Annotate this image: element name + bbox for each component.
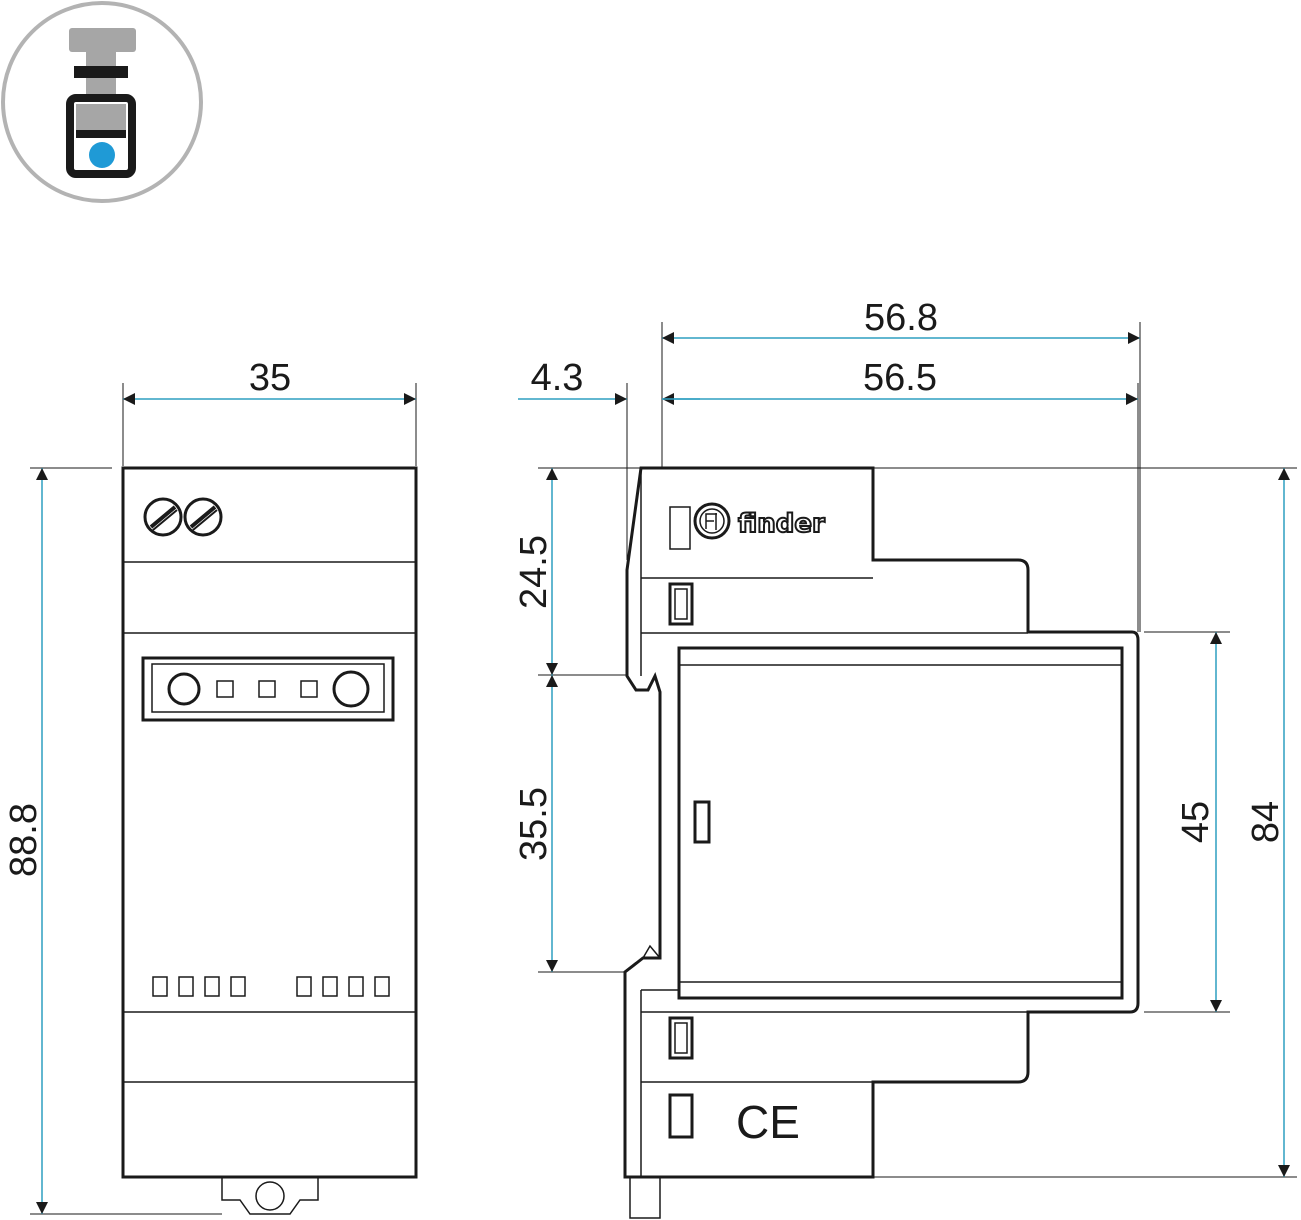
front-view [121,466,418,1215]
overall-height-label: 84 [1245,801,1287,843]
led-indicator [167,672,201,706]
overall-depth-dimension: 56.8 [661,297,1141,632]
rail-height-dimension: 35.5 [513,675,625,973]
top-height-dimension: 24.5 [513,467,641,676]
rail-offset-dimension: 4.3 [518,357,700,560]
brand-label: finder [738,509,825,539]
rail-height-label: 35.5 [513,787,555,861]
top-height-label: 24.5 [513,535,555,609]
front-height-side-label: 45 [1175,801,1217,843]
finder-logo-icon [693,502,731,540]
body-depth-dimension: 56.5 [662,357,1139,632]
din-clip [221,1177,319,1215]
front-height-label: 88.8 [3,803,45,877]
led-indicator [332,670,370,708]
ce-mark: CE [736,1096,800,1148]
overall-depth-label: 56.8 [864,297,938,339]
rail-offset-label: 4.3 [531,357,584,399]
front-width-label: 35 [249,357,291,399]
side-view: finder CE [623,466,1140,1219]
front-width-dimension: 35 [122,357,417,466]
body-depth-label: 56.5 [863,357,937,399]
terminal-slots [152,976,390,997]
front-height-dimension: 88.8 [3,467,222,1215]
screw-terminal-icon [1,1,203,203]
overall-height-dimension: 84 [873,467,1297,1178]
screw-icon [183,497,223,537]
front-height-dimension-side: 45 [1144,631,1230,1013]
screw-icon [143,497,183,537]
